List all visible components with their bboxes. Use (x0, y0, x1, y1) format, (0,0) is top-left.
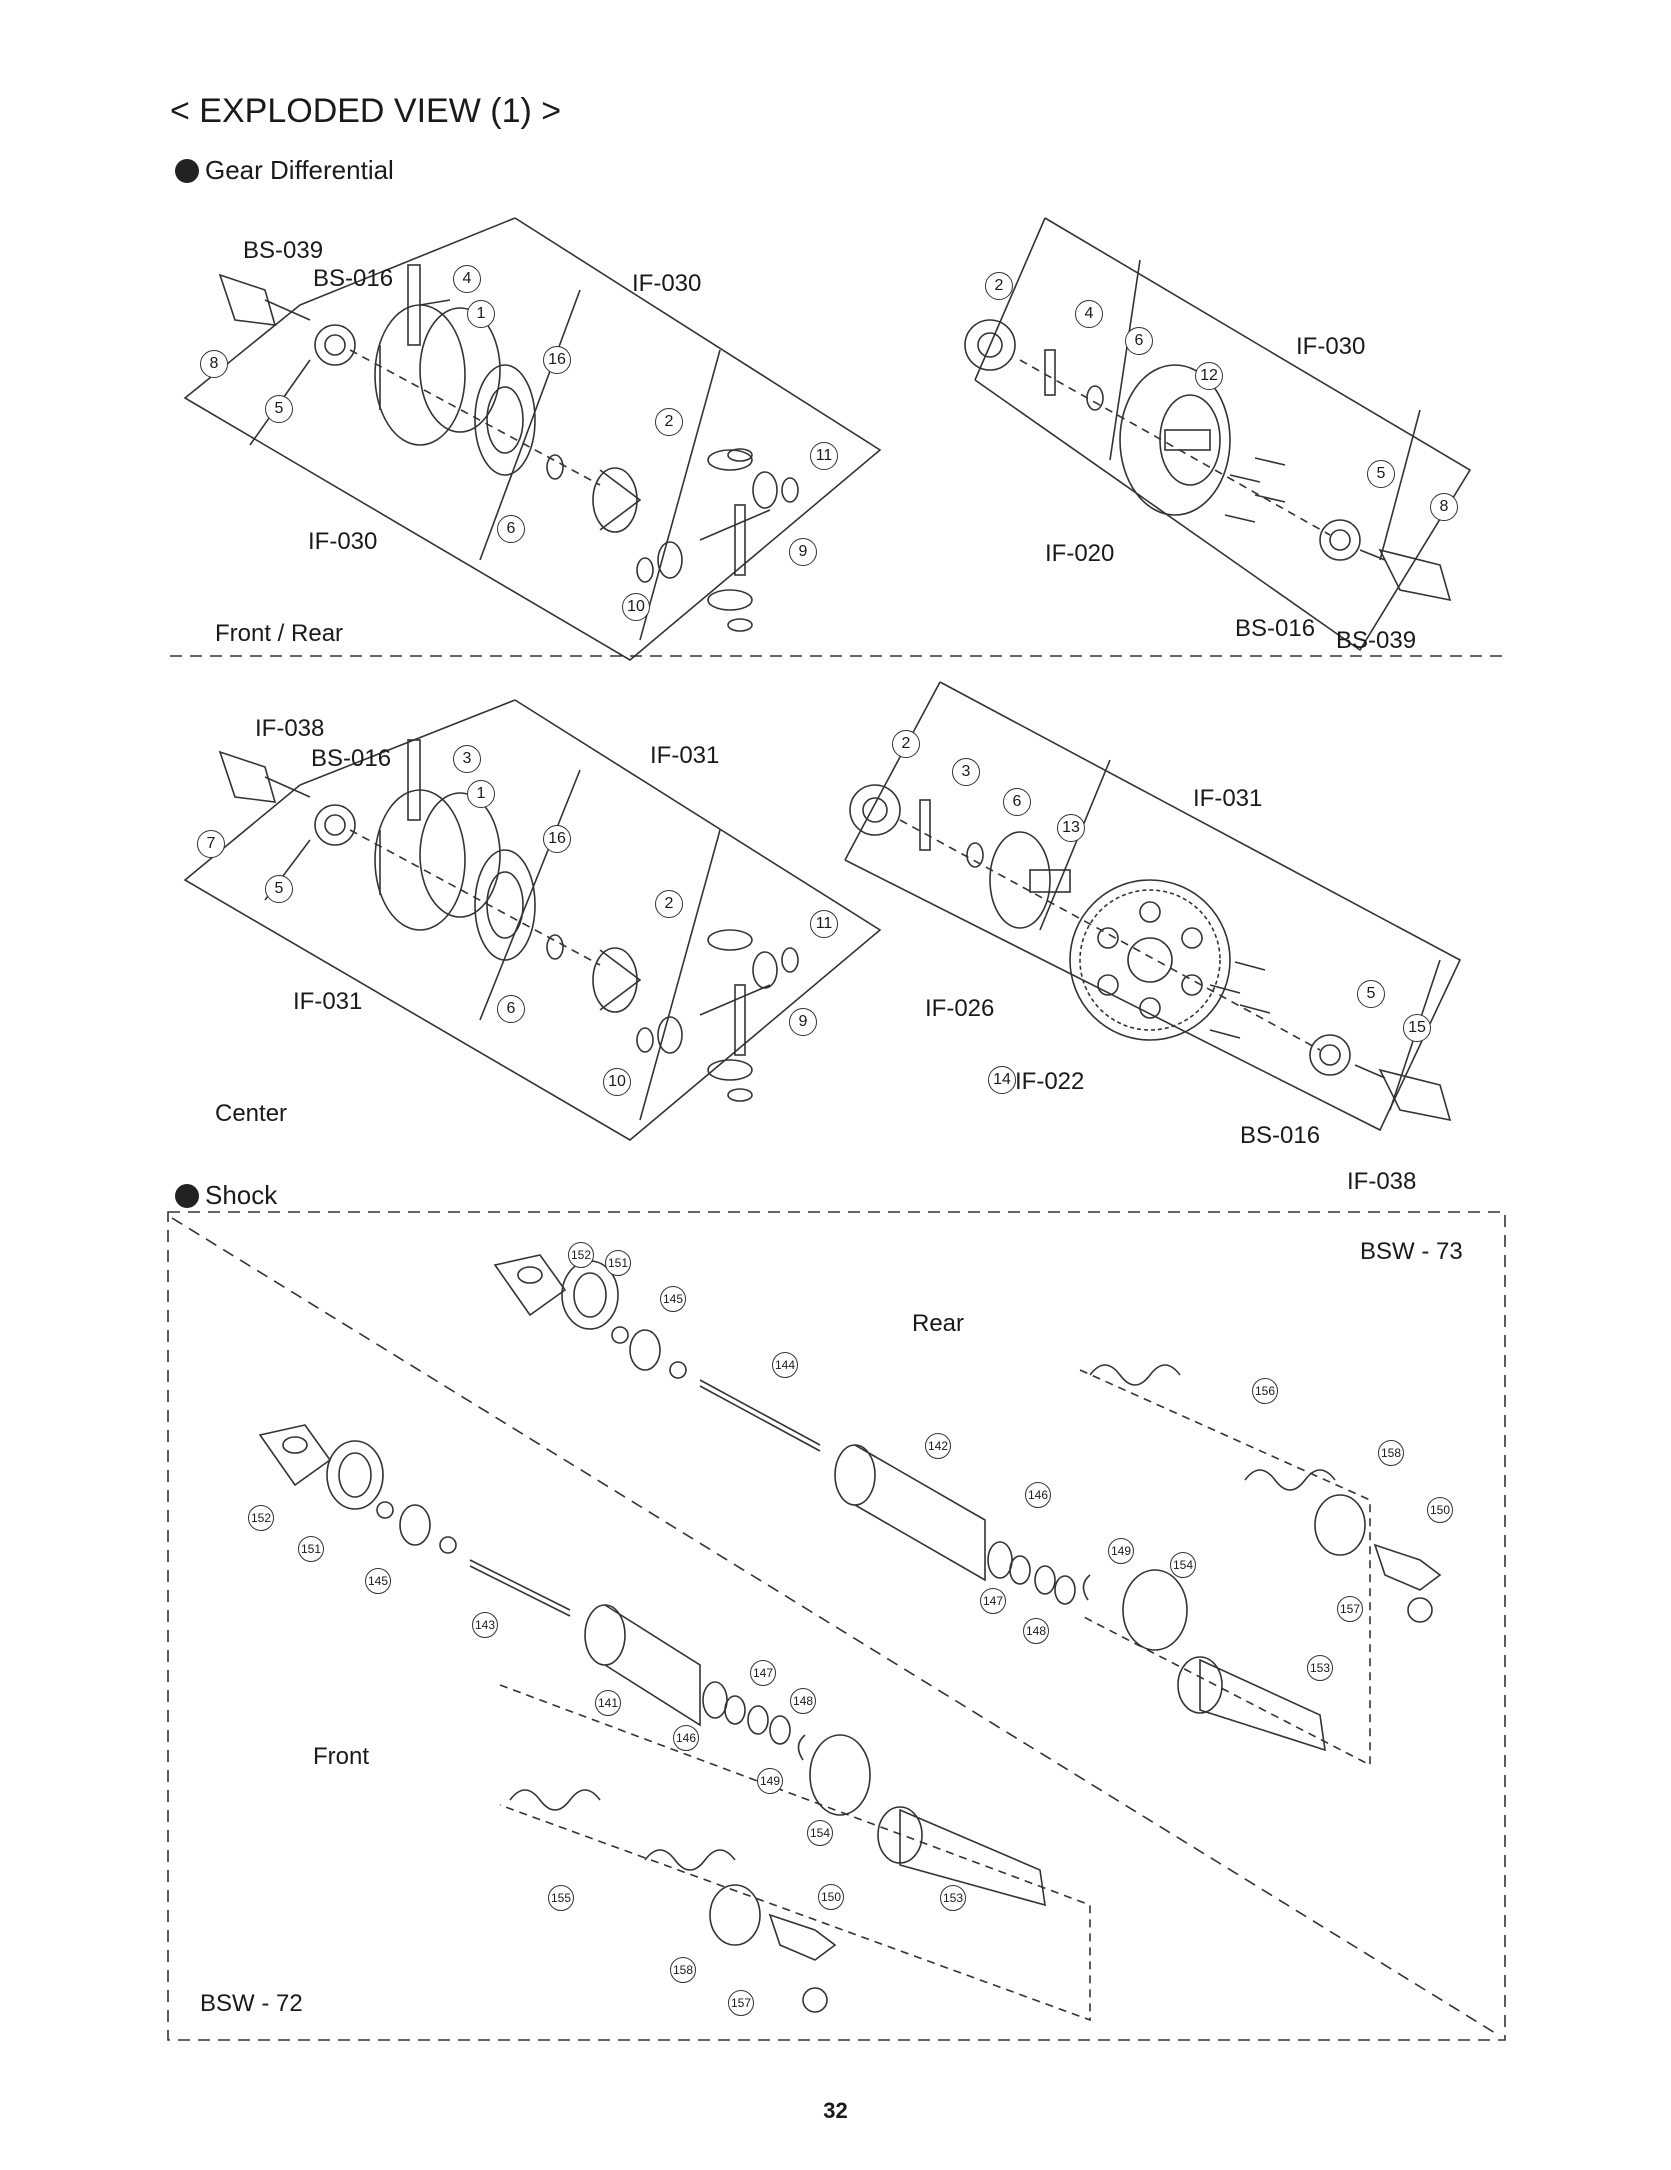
callout-number: 6 (497, 995, 525, 1023)
callout-number: 6 (1125, 327, 1153, 355)
callout-number: 154 (807, 1820, 833, 1846)
callout-number: 10 (622, 593, 650, 621)
part-label: BS-039 (243, 237, 324, 264)
callout-number: 5 (265, 875, 293, 903)
callout-number: 143 (472, 1612, 498, 1638)
part-label: BS-016 (1235, 615, 1316, 642)
part-label: BS-016 (1240, 1122, 1321, 1149)
callout-number: 154 (1170, 1552, 1196, 1578)
callout-number: 6 (497, 515, 525, 543)
callout-number: 7 (197, 830, 225, 858)
part-label: IF-031 (650, 742, 720, 769)
caption-rear: Rear (912, 1310, 965, 1337)
callout-number: 141 (595, 1690, 621, 1716)
callout-number: 158 (670, 1957, 696, 1983)
gear-diff-heading-text: Gear Differential (205, 155, 394, 185)
callout-number: 144 (772, 1352, 798, 1378)
callout-number: 1 (467, 780, 495, 808)
callout-number: 4 (453, 265, 481, 293)
part-label: IF-026 (925, 995, 995, 1022)
callout-number: 11 (810, 442, 838, 470)
callout-number: 153 (940, 1885, 966, 1911)
callout-number: 151 (298, 1536, 324, 1562)
callout-number: 155 (548, 1885, 574, 1911)
callout-number: 12 (1195, 362, 1223, 390)
callout-number: 9 (789, 538, 817, 566)
callout-number: 2 (655, 890, 683, 918)
callout-number: 1 (467, 300, 495, 328)
callout-number: 2 (655, 408, 683, 436)
callout-number: 5 (1357, 980, 1385, 1008)
callout-number: 150 (1427, 1497, 1453, 1523)
part-label: BS-016 (311, 745, 392, 772)
callout-number: 6 (1003, 788, 1031, 816)
callout-number: 148 (790, 1688, 816, 1714)
callout-number: 10 (603, 1068, 631, 1096)
shock-heading: Shock (175, 1180, 277, 1211)
callout-number: 146 (1025, 1482, 1051, 1508)
callout-number: 152 (248, 1505, 274, 1531)
gear-diff-heading: Gear Differential (175, 155, 394, 186)
part-label: IF-030 (308, 528, 378, 555)
part-label: BS-016 (313, 265, 394, 292)
part-label: IF-031 (293, 988, 363, 1015)
callout-number: 142 (925, 1433, 951, 1459)
callout-number: 5 (265, 395, 293, 423)
callout-number: 147 (750, 1660, 776, 1686)
bullet-icon (175, 158, 199, 183)
callout-number: 14 (988, 1066, 1016, 1094)
bullet-icon (175, 1183, 199, 1208)
callout-number: 2 (985, 272, 1013, 300)
part-label: IF-030 (632, 270, 702, 297)
callout-number: 158 (1378, 1440, 1404, 1466)
callout-number: 8 (1430, 493, 1458, 521)
page-title: < EXPLODED VIEW (1) > (170, 92, 562, 130)
callout-number: 156 (1252, 1378, 1278, 1404)
part-label: IF-031 (1193, 785, 1263, 812)
part-label: IF-038 (255, 715, 325, 742)
callout-number: 8 (200, 350, 228, 378)
callout-number: 5 (1367, 460, 1395, 488)
part-label: IF-030 (1296, 333, 1366, 360)
callout-number: 2 (892, 730, 920, 758)
callout-number: 149 (757, 1768, 783, 1794)
part-label: IF-022 (1015, 1068, 1085, 1095)
kit-label-rear: BSW - 73 (1360, 1238, 1463, 1265)
caption-front-rear: Front / Rear (215, 620, 344, 647)
caption-center: Center (215, 1100, 288, 1127)
callout-number: 147 (980, 1588, 1006, 1614)
caption-front: Front (313, 1743, 370, 1770)
callout-number: 157 (728, 1990, 754, 2016)
callout-number: 145 (660, 1286, 686, 1312)
callout-number: 157 (1337, 1596, 1363, 1622)
shock-heading-text: Shock (205, 1180, 278, 1210)
callout-number: 148 (1023, 1618, 1049, 1644)
callout-number: 9 (789, 1008, 817, 1036)
callout-number: 151 (605, 1250, 631, 1276)
part-label: IF-038 (1347, 1168, 1417, 1195)
callout-number: 15 (1403, 1014, 1431, 1042)
callout-number: 150 (818, 1884, 844, 1910)
callout-number: 3 (453, 745, 481, 773)
callout-number: 152 (568, 1242, 594, 1268)
callout-number: 145 (365, 1568, 391, 1594)
page-number: 32 (823, 2098, 848, 2123)
callout-number: 11 (810, 910, 838, 938)
callout-number: 153 (1307, 1655, 1333, 1681)
callout-number: 16 (543, 346, 571, 374)
callout-number: 4 (1075, 300, 1103, 328)
callout-number: 146 (673, 1725, 699, 1751)
callout-number: 13 (1057, 814, 1085, 842)
callout-number: 16 (543, 825, 571, 853)
part-label: IF-020 (1045, 540, 1115, 567)
part-label: BS-039 (1336, 627, 1417, 654)
kit-label-front: BSW - 72 (200, 1990, 303, 2017)
callout-number: 149 (1108, 1538, 1134, 1564)
callout-number: 3 (952, 758, 980, 786)
